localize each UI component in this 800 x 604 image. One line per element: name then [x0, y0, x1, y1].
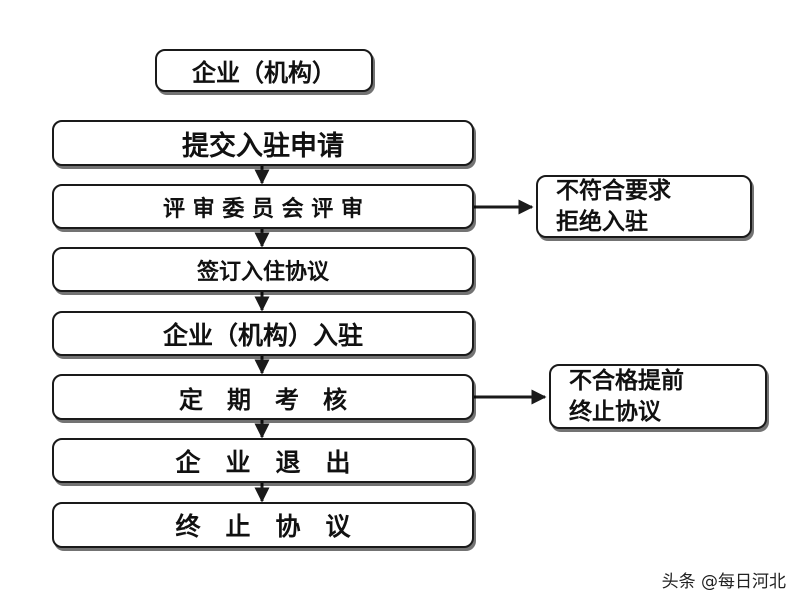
reject-entry-box: 不符合要求 拒绝入驻 [536, 175, 752, 238]
step-organization-entry-label: 企业（机构）入驻 [162, 320, 363, 350]
step-organization-exit: 企 业 退 出 [52, 438, 474, 483]
step-organization-exit-label: 企 业 退 出 [175, 447, 351, 477]
step-periodic-assessment-label: 定 期 考 核 [179, 385, 347, 414]
step-sign-agreement-label: 签订入住协议 [196, 259, 329, 285]
step-organization-entry: 企业（机构）入驻 [52, 311, 474, 356]
step-committee-review-label: 评 审 委 员 会 评 审 [163, 196, 363, 222]
step-terminate-agreement-label: 终 止 协 议 [175, 512, 351, 541]
early-termination-line2: 终止协议 [569, 398, 661, 425]
step-sign-agreement: 签订入住协议 [52, 247, 474, 292]
organization-title-box: 企业（机构） [155, 49, 373, 92]
early-termination-box: 不合格提前 终止协议 [549, 364, 767, 429]
step-committee-review: 评 审 委 员 会 评 审 [52, 184, 474, 229]
early-termination-line1: 不合格提前 [569, 367, 684, 394]
reject-entry-line1: 不符合要求 [556, 177, 671, 204]
step-submit-application-label: 提交入驻申请 [182, 130, 344, 162]
organization-title-text: 企业（机构） [192, 59, 336, 87]
step-periodic-assessment: 定 期 考 核 [52, 374, 474, 420]
watermark: 头条 @每日河北 [661, 572, 786, 592]
reject-entry-line2: 拒绝入驻 [556, 208, 648, 235]
step-submit-application: 提交入驻申请 [52, 120, 474, 166]
step-terminate-agreement: 终 止 协 议 [52, 502, 474, 548]
